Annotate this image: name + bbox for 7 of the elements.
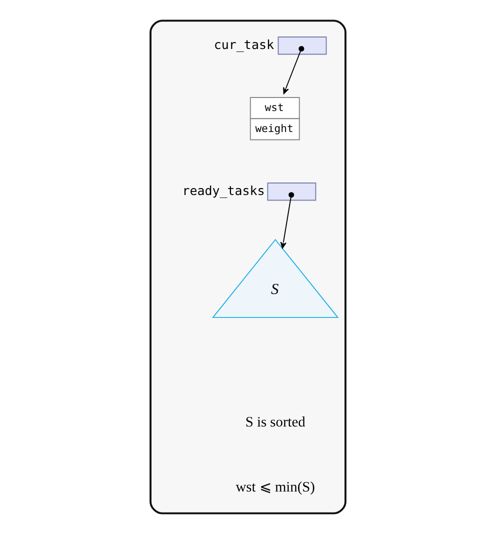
node-label: cur_task	[214, 36, 274, 52]
label: wst ⩽ min(S)	[236, 480, 315, 496]
label: S is sorted	[245, 414, 306, 430]
node-label: ready_tasks	[182, 182, 265, 198]
cluster	[150, 20, 346, 514]
arrow	[280, 192, 294, 249]
arrow	[283, 46, 304, 94]
